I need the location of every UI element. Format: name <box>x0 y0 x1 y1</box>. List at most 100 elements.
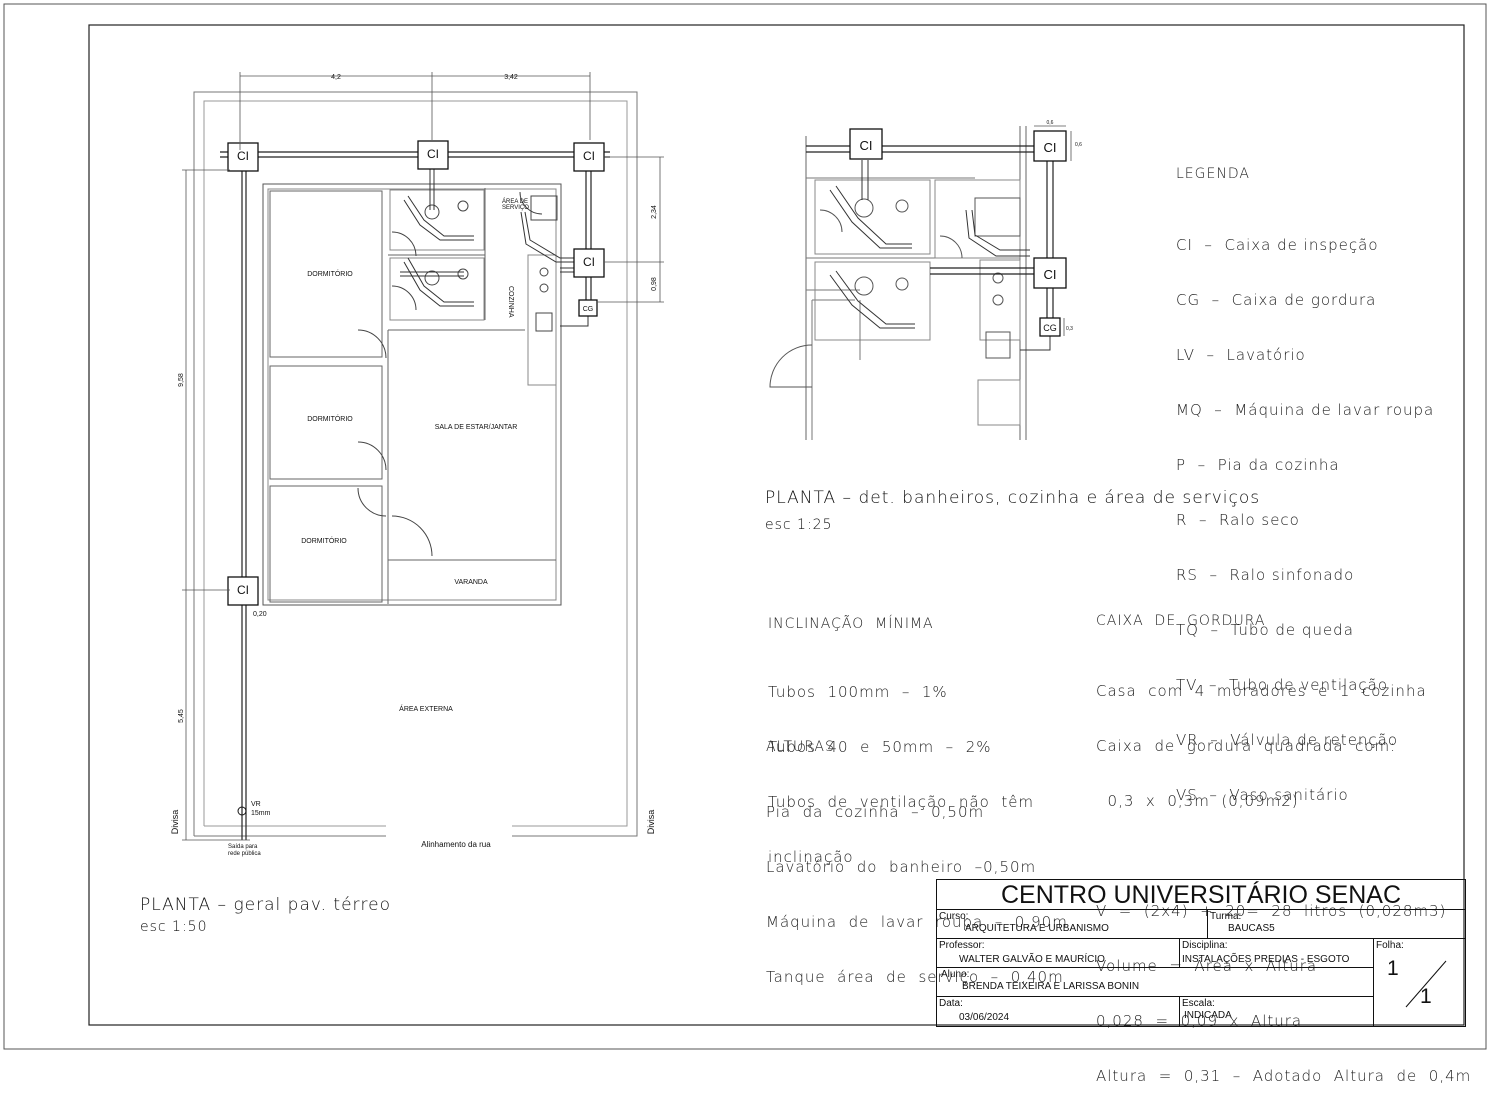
vr-size: 15mm <box>251 810 271 817</box>
folha-cell: Folha: 1 1 <box>1374 939 1465 1026</box>
room-cozinha: COZINHA <box>507 286 514 318</box>
outer-border <box>3 3 1487 1050</box>
legend-item: CG – Caixa de gordura <box>1176 291 1377 309</box>
legend-item: TV – Tubo de ventilação <box>1176 676 1389 694</box>
dim-detail-a: 0,6 <box>1047 120 1054 126</box>
escala-value: INDICADA <box>1184 1010 1232 1021</box>
curso-value: ARQUITETURA E URBANISMO <box>965 923 1109 934</box>
dim-left-lower: 5,45 <box>178 709 185 723</box>
caixa-gordura-item: V = (2x4) + 20= 28 litros (0,028m3) <box>1096 902 1447 920</box>
alturas-title: ALTURAS <box>766 739 835 755</box>
legend-item: R – Ralo seco <box>1176 511 1300 529</box>
room-dorm3: DORMITÓRIO <box>301 536 347 545</box>
institution-name: CENTRO UNIVERSITÁRIO SENAC <box>937 880 1465 910</box>
room-dorm2: DORMITÓRIO <box>307 414 353 423</box>
caixa-gordura-item: Altura = 0,31 – Adotado Altura de 0,4m <box>1096 1067 1472 1085</box>
dim-detail-b: 0,6 <box>1075 142 1082 148</box>
inclinacao-item: inclinação <box>768 848 854 866</box>
turma-label: Turma: <box>1210 911 1242 922</box>
escala-cell: Escala: INDICADA <box>1180 997 1374 1026</box>
room-area-externa: ÁREA EXTERNA <box>399 704 453 713</box>
legend-item: P – Pia da cozinha <box>1176 456 1340 474</box>
saida-label-2: rede pública <box>228 851 261 857</box>
legend-item: VS – Vaso sanitário <box>1176 786 1349 804</box>
legend-item: CI – Caixa de inspeção <box>1176 236 1379 254</box>
vr-label: VR <box>251 801 261 808</box>
disciplina-label: Disciplina: <box>1182 940 1228 951</box>
dim-right-lower: 0,98 <box>651 277 658 291</box>
inclinacao-notes: INCLINAÇÃO MÍNIMA Tubos 100mm – 1% Tubos… <box>768 578 1034 885</box>
alturas-item: Máquina de lavar roupa – 0,90m <box>766 913 1068 931</box>
alturas-item: Pia da cozinha – 0,50m <box>766 803 985 821</box>
inclinacao-item: Tubos 100mm – 1% <box>768 683 948 701</box>
detail-plan-title: PLANTA – det. banheiros, cozinha e área … <box>765 488 1260 508</box>
caixa-gordura-item <box>1096 848 1471 865</box>
legend-item: RS – Ralo sinfonado <box>1176 566 1355 584</box>
ci-box-label: CI <box>583 255 595 269</box>
caixa-gordura-item: Caixa de gordura quadrada com: <box>1096 737 1397 755</box>
dim-small: 0,20 <box>253 611 267 618</box>
room-varanda: VARANDA <box>454 579 488 586</box>
cg-box-label: CG <box>583 306 594 313</box>
aluno-value: BRENDA TEIXEIRA E LARISSA BONIN <box>962 981 1140 992</box>
professor-cell: Professor: WALTER GALVÃO E MAURÍCIO <box>937 939 1180 968</box>
general-plan-labels: 4,2 3,42 2,34 0,98 9,58 5,45 0,20 DORMIT… <box>170 74 658 857</box>
caixa-gordura-item: Volume = Área x Altura <box>1096 957 1318 975</box>
ci-box-label: CI <box>237 149 249 163</box>
drawing-sheet: 4,2 3,42 2,34 0,98 9,58 5,45 0,20 DORMIT… <box>3 3 1487 1050</box>
title-block: CENTRO UNIVERSITÁRIO SENAC Curso: ARQUIT… <box>936 879 1466 1027</box>
turma-value: BAUCAS5 <box>1228 923 1275 934</box>
ci-box-label: CI <box>1044 140 1057 155</box>
ci-box-label: CI <box>1044 267 1057 282</box>
folha-total: 1 <box>1420 985 1432 1008</box>
legend: LEGENDA CI – Caixa de inspeção CG – Caix… <box>1176 128 1434 823</box>
ci-box-label: CI <box>583 149 595 163</box>
room-area-servico-line1: ÁREA DE <box>502 198 528 205</box>
alturas-item: Lavatório do banheiro –0,50m <box>766 858 1037 876</box>
room-sala: SALA DE ESTAR/JANTAR <box>435 424 518 431</box>
disciplina-cell: Disciplina: INSTALAÇÕES PREDIAS - ESGOTO <box>1180 939 1374 968</box>
legend-item: MQ – Máquina de lavar roupa <box>1176 401 1435 419</box>
general-plan <box>182 72 664 841</box>
saida-label-1: Saída para <box>228 844 258 850</box>
aluno-label: Aluno: <box>941 969 970 980</box>
alinhamento-rua: Alinhamento da rua <box>421 840 491 849</box>
data-label: Data: <box>939 998 963 1009</box>
data-cell: Data: 03/06/2024 <box>937 997 1180 1026</box>
dim-right-upper: 2,34 <box>651 205 658 219</box>
inclinacao-title: INCLINAÇÃO MÍNIMA <box>768 616 934 632</box>
general-plan-title: PLANTA – geral pav. térreo <box>140 895 391 915</box>
aluno-cell: Aluno: BRENDA TEIXEIRA E LARISSA BONIN <box>937 968 1374 997</box>
inclinacao-item: Tubos 40 e 50mm – 2% <box>768 738 992 756</box>
turma-cell: Turma: BAUCAS5 <box>1208 910 1465 939</box>
drawing-canvas: 4,2 3,42 2,34 0,98 9,58 5,45 0,20 DORMIT… <box>3 3 1487 1050</box>
dim-detail-c: 0,3 <box>1066 326 1073 332</box>
room-area-servico-line2: SERVIÇO <box>502 205 529 211</box>
caixa-gordura-title: CAIXA DE GORDURA <box>1096 613 1266 629</box>
detail-plan-labels: CI CI CI CG 0,6 0,6 0,3 <box>860 120 1083 333</box>
room-dorm1: DORMITÓRIO <box>307 269 353 278</box>
divisa-left: Divisa <box>170 810 180 835</box>
folha-number: 1 <box>1387 957 1399 980</box>
inclinacao-item: Tubos de ventilação não têm <box>768 793 1035 811</box>
alturas-item: Tanque área de serviço – 0,40m <box>766 968 1064 986</box>
alturas-notes: ALTURAS Pia da cozinha – 0,50m Lavatório… <box>766 701 1068 1005</box>
curso-cell: Curso: ARQUITETURA E URBANISMO <box>937 910 1208 939</box>
ci-box-label: CI <box>860 138 873 153</box>
dim-left-upper: 9,58 <box>178 373 185 387</box>
professor-label: Professor: <box>939 940 985 951</box>
caixa-gordura-item: Casa com 4 moradores e 1 cozinha <box>1096 682 1427 700</box>
legend-item: LV – Lavatório <box>1176 346 1306 364</box>
legend-item: TQ – Tubo de queda <box>1176 621 1354 639</box>
caixa-gordura-item: 0,3 x 0,3m (0,09m2) <box>1096 792 1299 810</box>
disciplina-value: INSTALAÇÕES PREDIAS - ESGOTO <box>1182 954 1350 965</box>
ci-box-label: CI <box>427 147 439 161</box>
curso-label: Curso: <box>939 911 969 922</box>
professor-value: WALTER GALVÃO E MAURÍCIO <box>959 954 1105 965</box>
dim-top-right: 3,42 <box>504 74 518 81</box>
general-plan-scale: esc 1:50 <box>140 919 208 935</box>
legend-item: VR – Válvula de retenção <box>1176 731 1399 749</box>
inner-border <box>88 24 1465 1026</box>
folha-divider <box>1405 960 1447 1008</box>
folha-label: Folha: <box>1376 940 1404 951</box>
